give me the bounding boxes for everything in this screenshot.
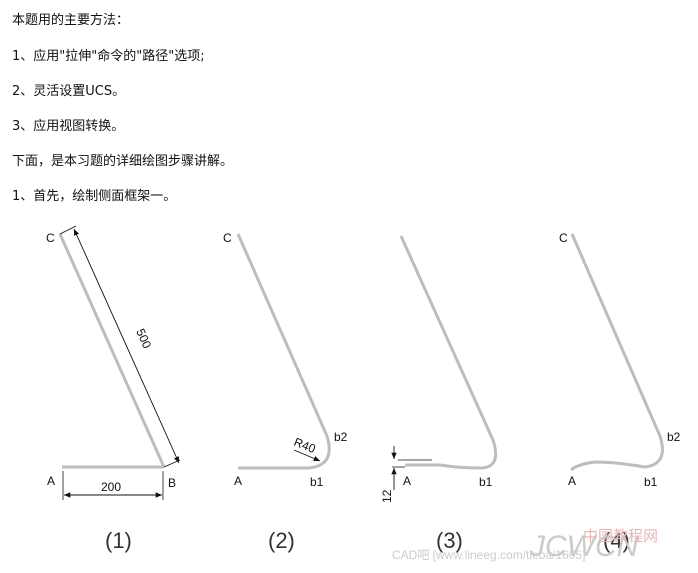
fig2-point-b2: b2 — [334, 430, 348, 444]
figure-4: C A b1 b2 (4) — [559, 231, 681, 553]
fig1-dim-500 — [73, 228, 180, 464]
fig2-caption: (2) — [268, 528, 295, 553]
fig4-point-b1: b1 — [644, 475, 658, 489]
fig4-point-b2: b2 — [667, 430, 681, 444]
fig2-point-b1: b1 — [310, 475, 324, 489]
fig1-ext-line-top — [59, 225, 77, 235]
figure-1: 500 200 C A B (1) — [46, 225, 181, 553]
fig1-point-a: A — [47, 474, 55, 488]
text-line-1: 本题用的主要方法： — [12, 13, 130, 28]
fig3-height-label: 12 — [380, 489, 394, 503]
fig4-caption: (4) — [603, 528, 630, 553]
fig1-length-label: 500 — [133, 327, 154, 351]
watermark-site-name: 中国教程网 — [583, 528, 658, 545]
text-line-6: 1、首先，绘制侧面框架一。 — [12, 189, 177, 204]
fig3-profile — [399, 235, 498, 470]
fig3-caption: (3) — [436, 528, 463, 553]
fig2-profile — [236, 233, 331, 470]
text-line-5: 下面，是本习题的详细绘图步骤讲解。 — [12, 154, 234, 169]
text-line-2: 1、应用"拉伸"命令的"路径"选项; — [12, 49, 205, 64]
fig3-point-b1: b1 — [479, 475, 493, 489]
watermark-logo: JCWCN — [529, 530, 639, 563]
fig2-point-c: C — [223, 231, 232, 245]
text-line-4: 3、应用视图转换。 — [12, 119, 125, 134]
fig4-point-c: C — [559, 231, 568, 245]
fig4-profile — [570, 233, 664, 472]
figure-2: R40 C A b1 b2 (2) — [223, 231, 348, 553]
fig4-point-a: A — [568, 474, 576, 488]
watermark: JCWCN 中国教程网 CAD吧 [www.lineeg.com/tieba/1… — [392, 528, 658, 563]
fig2-point-a: A — [234, 474, 242, 488]
text-line-3: 2、灵活设置UCS。 — [12, 84, 126, 99]
fig2-radius-label: R40 — [292, 435, 318, 456]
fig1-width-label: 200 — [101, 480, 121, 494]
fig1-slant-line — [58, 233, 166, 468]
fig1-caption: (1) — [105, 528, 132, 553]
fig1-ext-line-bottom — [163, 459, 181, 468]
fig2-radius-leader — [293, 449, 321, 462]
figure-3: 12 A b1 (3) — [380, 235, 498, 553]
watermark-bar-text: CAD吧 [www.lineeg.com/tieba/1605] — [392, 548, 585, 562]
fig1-point-b: B — [168, 476, 176, 490]
fig1-point-c: C — [46, 231, 55, 245]
fig3-point-a: A — [403, 474, 411, 488]
